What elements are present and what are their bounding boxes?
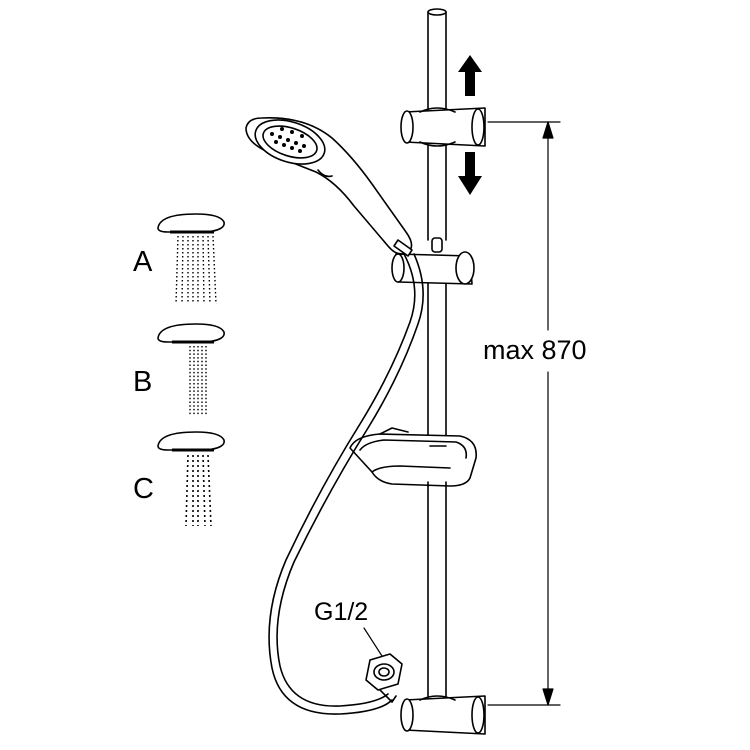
arrow-down-icon [458,152,482,195]
bottom-wall-bracket [400,695,486,735]
shower-hose [268,253,424,715]
connection-thread-label: G1/2 [314,598,369,626]
height-dimension-label: max 870 [483,335,587,365]
thread-leader-line [363,627,383,657]
spray-mode-c-label: C [133,473,154,505]
riser-rail [427,8,447,701]
spray-mode-c-icon [157,431,225,527]
spray-mode-a-label: A [133,246,153,278]
spray-mode-a-icon [157,213,225,305]
spray-mode-b-icon [157,323,225,416]
arrow-up-icon [458,55,482,96]
slider-holder [391,237,475,285]
spray-mode-b-label: B [133,366,153,398]
handshower [245,117,413,257]
height-dimension [487,121,561,706]
connector-nut [365,653,403,703]
soap-dish [349,427,477,487]
handshower-nozzles [270,127,306,153]
top-wall-bracket [400,107,486,147]
